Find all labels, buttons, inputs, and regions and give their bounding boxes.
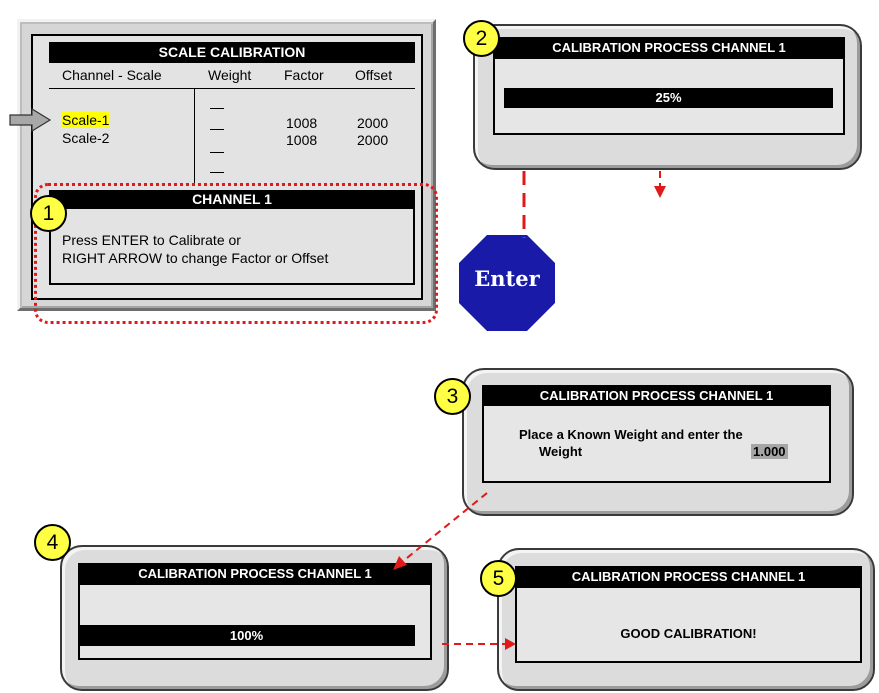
enter-key-label: Enter [474,266,540,291]
scale-1-offset: 2000 [357,115,389,131]
process-title-100: CALIBRATION PROCESS CHANNEL 1 [78,563,432,585]
step-badge-4: 4 [34,524,71,561]
table-row-scale-1-name[interactable]: Scale-1 [62,112,110,128]
step-badge-2: 2 [463,20,500,57]
weight-placeholder [210,152,224,153]
channel-1-highlight-outline [34,183,438,324]
arrowhead-icon [505,638,516,650]
scale-2-factor: 1008 [286,132,318,148]
good-calibration-message: GOOD CALIBRATION! [620,626,757,641]
weight-placeholder [210,172,224,173]
weight-placeholder [210,108,224,109]
process-title-good: CALIBRATION PROCESS CHANNEL 1 [515,566,862,588]
column-divider [194,89,195,185]
pointer-arrow-icon [9,107,52,133]
channel-1-title: CHANNEL 1 [49,190,415,209]
scale-1-factor: 1008 [286,115,318,131]
scale-calibration-screen [31,34,423,300]
arrowhead-icon [654,186,666,198]
known-weight-instruction: Place a Known Weight and enter the [519,427,743,442]
weight-placeholder [210,129,224,130]
arrowhead-icon [393,556,407,570]
process-title-weight: CALIBRATION PROCESS CHANNEL 1 [482,385,831,406]
weight-label: Weight [539,444,583,459]
enter-key-icon[interactable] [458,234,556,332]
header-divider [49,88,415,89]
column-header-weight: Weight [208,67,252,83]
scale-2-offset: 2000 [357,132,389,148]
column-header-factor: Factor [284,67,324,83]
scale-calibration-title: SCALE CALIBRATION [49,42,415,63]
weight-value-field[interactable]: 1.000 [751,444,788,459]
table-row-scale-2-name[interactable]: Scale-2 [62,130,110,146]
channel-1-instruction-2: RIGHT ARROW to change Factor or Offset [62,250,329,266]
step-badge-1: 1 [30,195,67,232]
process-title-25: CALIBRATION PROCESS CHANNEL 1 [493,37,845,59]
step-badge-3: 3 [434,378,471,415]
progress-bar-25: 25% [504,88,833,108]
flow-line-panel3-panel4 [401,492,488,563]
column-header-channel-scale: Channel - Scale [62,67,162,83]
step-badge-5: 5 [480,560,517,597]
column-header-offset: Offset [355,67,393,83]
progress-bar-100: 100% [78,625,415,646]
channel-1-instruction-1: Press ENTER to Calibrate or [62,232,241,248]
